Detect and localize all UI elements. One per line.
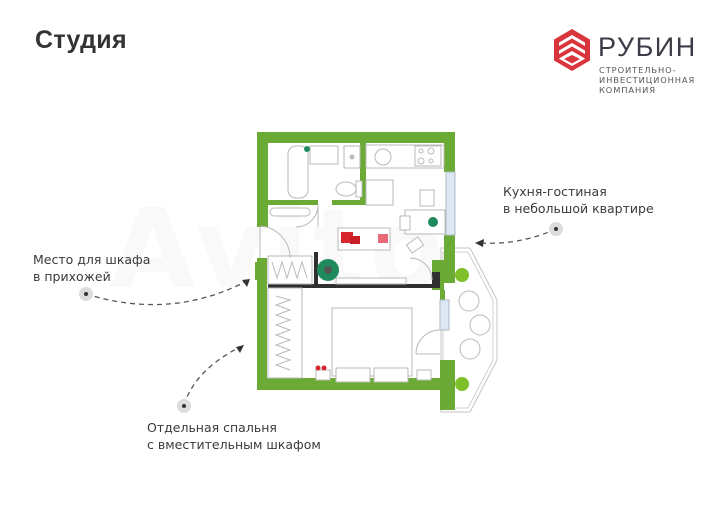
annotation-kitchen: Кухня-гостиная в небольшой квартире [503,183,654,217]
plant-livingroom [317,259,339,281]
kitchen-fixtures [365,144,446,254]
annotation-bedroom-line1: Отдельная спальня [147,420,277,435]
annotation-bedroom: Отдельная спальня с вместительным шкафом [147,419,321,453]
annotation-dot-kitchen [549,222,563,236]
company-logo: РУБИН СТРОИТЕЛЬНО- ИНВЕСТИЦИОННАЯ КОМПАН… [552,24,720,96]
annotation-hall-line1: Место для шкафа [33,252,151,267]
balcony-outline [440,247,498,413]
arrow-hall [85,281,246,306]
hall-wardrobe [267,255,313,285]
annotation-hall: Место для шкафа в прихожей [33,251,150,285]
annotation-kitchen-line2: в небольшой квартире [503,201,654,216]
doors [259,204,441,355]
logo-subtitle: СТРОИТЕЛЬНО- ИНВЕСТИЦИОННАЯ КОМПАНИЯ [599,65,695,95]
logo-name: РУБИН [598,32,697,62]
page-title: Студия [35,26,127,54]
annotation-dot-bedroom [177,399,191,413]
annotation-bedroom-line2: с вместительным шкафом [147,437,321,452]
exterior-walls [255,132,455,410]
shrub-top [455,268,469,282]
arrow-kitchen [481,228,557,244]
bedroom-wardrobe [267,287,303,379]
ruby-logo-icon [554,29,590,71]
sofa [337,227,391,251]
annotation-hall-line2: в прихожей [33,269,111,284]
shrub-bottom [455,377,469,391]
logo-subtitle-line: КОМПАНИЯ [599,85,656,95]
window-bedroom [439,299,450,331]
interior-walls [268,252,440,288]
window-kitchen [445,171,456,236]
annotation-kitchen-line1: Кухня-гостиная [503,184,607,199]
logo-subtitle-line: СТРОИТЕЛЬНО- [599,65,677,75]
balcony-furniture [458,290,491,360]
logo-subtitle-line: ИНВЕСТИЦИОННАЯ [599,75,696,85]
arrow-bedroom [183,346,241,406]
annotation-dot-hall [79,287,93,301]
bed [315,307,432,383]
bathroom-fixtures [269,145,363,217]
